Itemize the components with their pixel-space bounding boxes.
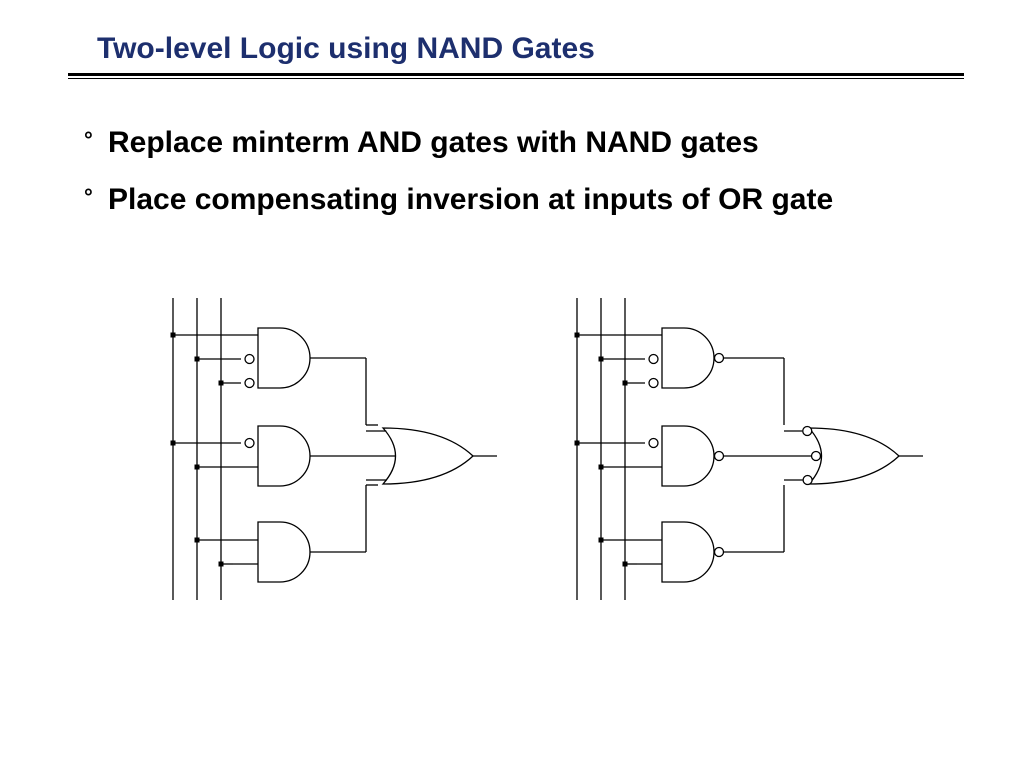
or-gate — [381, 427, 474, 485]
input-inverter-bubble — [244, 353, 255, 365]
nand-gate-2 — [661, 425, 715, 487]
or-input-inverter-bubble — [802, 474, 813, 486]
nand-output-bubble — [713, 352, 725, 364]
or-input-inverter-bubble — [802, 425, 813, 437]
or-input-inverter-bubble — [810, 450, 822, 462]
bullet-marker: ° — [84, 184, 93, 209]
bullet-text-2: Place compensating inversion at inputs o… — [108, 183, 834, 216]
bullet-item-2: ° Place compensating inversion at inputs … — [84, 181, 833, 238]
nand-output-bubble — [713, 450, 725, 462]
and-gate-3 — [257, 521, 311, 583]
nand-gate-3 — [661, 521, 715, 583]
bullet-item-1: ° Replace minterm AND gates with NAND gat… — [84, 124, 833, 181]
and-gate-2 — [257, 425, 311, 487]
or-gate — [807, 427, 900, 485]
slide-title: Two-level Logic using NAND Gates — [97, 32, 595, 65]
title-rule-thick — [68, 73, 964, 76]
and-gate-1 — [257, 327, 311, 389]
nand-output-bubble — [713, 546, 725, 558]
bullet-list: ° Replace minterm AND gates with NAND gat… — [84, 124, 833, 238]
nand-gate-1 — [661, 327, 715, 389]
right-circuit — [574, 298, 923, 600]
input-inverter-bubble — [648, 353, 659, 365]
input-inverter-bubble — [244, 377, 255, 389]
input-inverter-bubble — [648, 377, 659, 389]
left-circuit — [170, 298, 497, 600]
input-inverter-bubble — [244, 437, 255, 449]
input-inverter-bubble — [648, 437, 659, 449]
bullet-text-1: Replace minterm AND gates with NAND gate… — [108, 126, 759, 159]
title-rule-thin — [68, 78, 964, 79]
bullet-marker: ° — [84, 127, 93, 152]
